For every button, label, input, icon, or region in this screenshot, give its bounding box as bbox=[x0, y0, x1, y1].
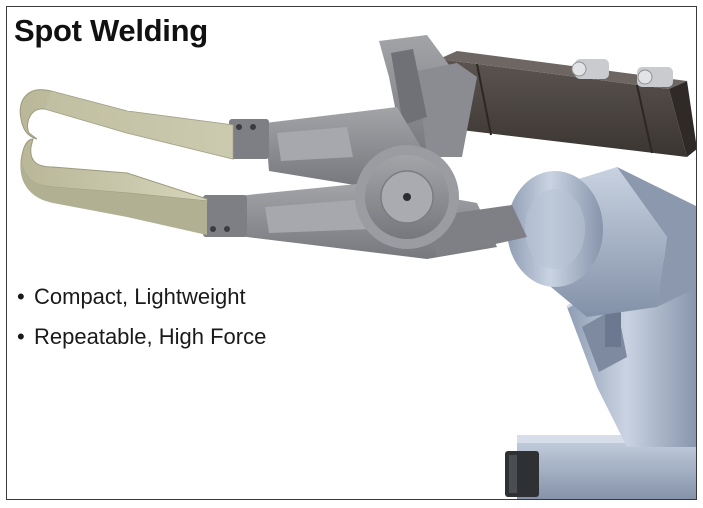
servo-actuator bbox=[439, 51, 696, 157]
electrode-clamps bbox=[203, 119, 269, 237]
feature-text: Compact, Lightweight bbox=[34, 284, 246, 309]
pivot-hub bbox=[355, 145, 459, 249]
feature-item: • Compact, Lightweight bbox=[17, 285, 266, 325]
bullet-icon: • bbox=[17, 324, 25, 349]
electrode-arms bbox=[19, 89, 234, 235]
feature-item: • Repeatable, High Force bbox=[17, 325, 266, 365]
bullet-icon: • bbox=[17, 284, 25, 309]
slide-title: Spot Welding bbox=[14, 13, 208, 48]
feature-list: • Compact, Lightweight • Repeatable, High … bbox=[17, 285, 266, 365]
feature-text: Repeatable, High Force bbox=[34, 324, 267, 349]
slide: Spot Welding • Compact, Lightweight • Repe… bbox=[6, 6, 697, 500]
spot-welding-robot-illustration bbox=[19, 35, 696, 499]
robot-upper-arm bbox=[507, 167, 696, 317]
